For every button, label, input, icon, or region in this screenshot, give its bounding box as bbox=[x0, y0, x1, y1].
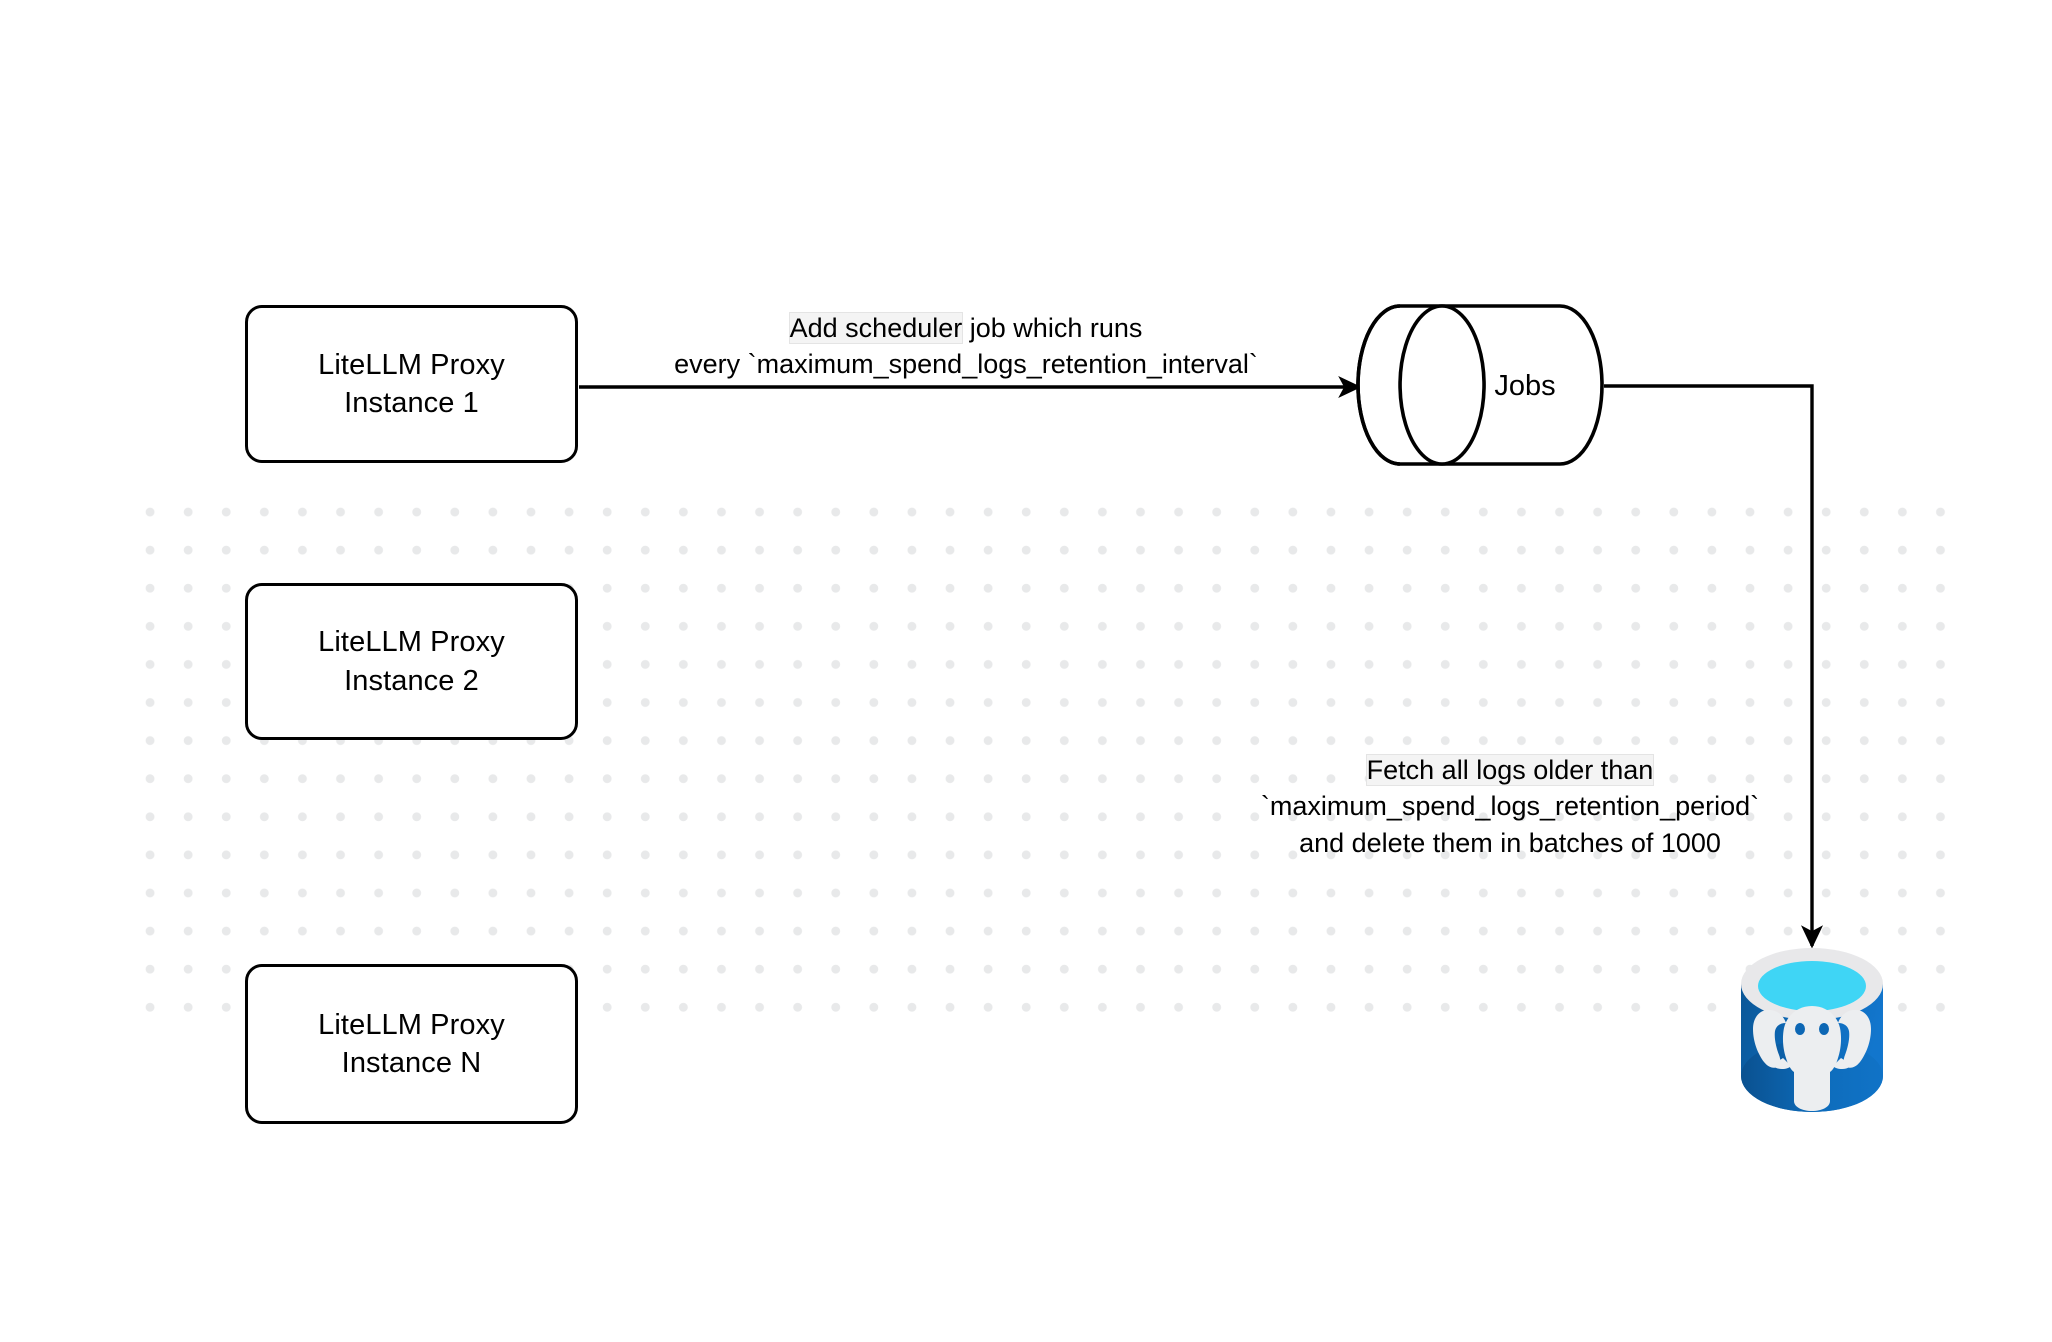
edge-label-scheduler-line-1: Add scheduler job which runs bbox=[616, 310, 1316, 346]
edge-label-fetch-delete: Fetch all logs older than `maximum_spend… bbox=[1210, 752, 1810, 861]
node-label-line-2: Instance N bbox=[341, 1047, 482, 1079]
postgresql-database-icon bbox=[1741, 948, 1883, 1112]
edge-label-scheduler-highlight: Add scheduler bbox=[789, 313, 963, 343]
node-label-line-2: Instance 2 bbox=[344, 664, 479, 697]
edge-fetch-delete-connector bbox=[1604, 384, 1824, 949]
node-litellm-proxy-instance-1[interactable]: LiteLLM Proxy Instance 1 bbox=[245, 305, 578, 463]
node-label-line-1: LiteLLM Proxy bbox=[318, 348, 505, 381]
edge-label-scheduler: Add scheduler job which runs every `maxi… bbox=[616, 310, 1316, 383]
edge-label-fetch-highlight: Fetch all logs older than bbox=[1366, 755, 1654, 785]
node-litellm-proxy-instance-n[interactable]: LiteLLM Proxy Instance N bbox=[245, 964, 578, 1124]
edge-label-scheduler-line-2: every `maximum_spend_logs_retention_inte… bbox=[674, 349, 1258, 380]
elephant-eyes bbox=[1795, 1023, 1829, 1035]
node-label-line-1: LiteLLM Proxy bbox=[318, 1008, 505, 1041]
node-label-line-1: LiteLLM Proxy bbox=[318, 626, 505, 659]
edge-label-fetch-line-1: Fetch all logs older than bbox=[1210, 752, 1810, 788]
jobs-cylinder-shape bbox=[1356, 304, 1604, 466]
edge-label-fetch-line-3: and delete them in batches of 1000 bbox=[1299, 827, 1721, 858]
edge-label-scheduler-rest: job which runs bbox=[962, 313, 1143, 343]
node-litellm-proxy-instance-2[interactable]: LiteLLM Proxy Instance 2 bbox=[245, 583, 578, 740]
edge-label-fetch-line-2: `maximum_spend_logs_retention_period` bbox=[1260, 791, 1760, 822]
node-label-line-2: Instance 1 bbox=[344, 387, 479, 419]
node-jobs-queue-label: Jobs bbox=[1494, 370, 1556, 402]
